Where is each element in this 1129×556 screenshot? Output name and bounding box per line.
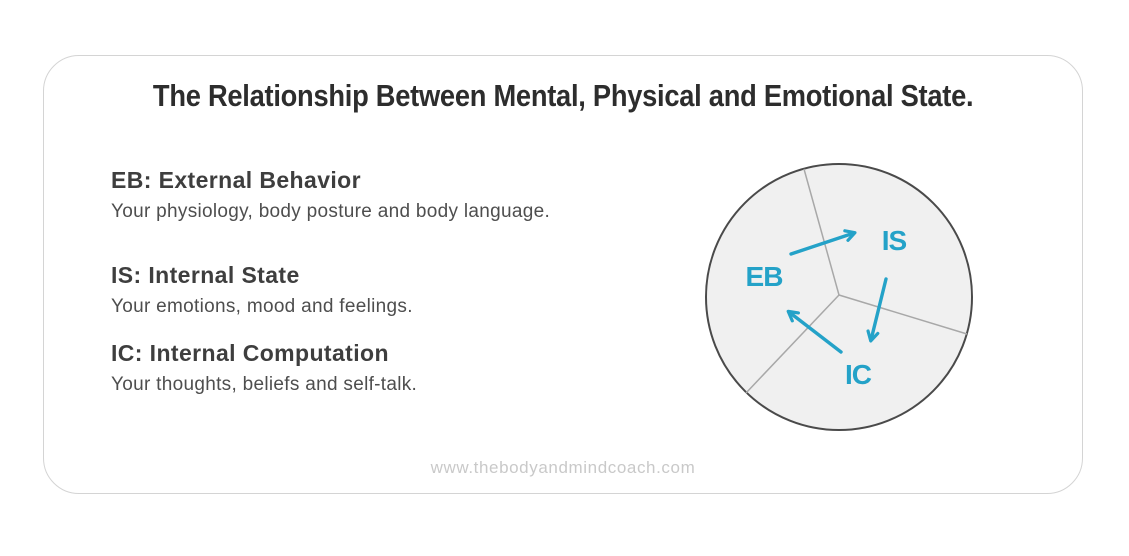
definition-is-description: Your emotions, mood and feelings. bbox=[111, 296, 413, 317]
definition-is: IS: Internal State Your emotions, mood a… bbox=[111, 262, 413, 318]
definition-ic: IC: Internal Computation Your thoughts, … bbox=[111, 340, 417, 396]
page-title: The Relationship Between Mental, Physica… bbox=[44, 78, 1082, 114]
node-label-is: IS bbox=[882, 225, 907, 256]
cycle-circle bbox=[705, 163, 973, 431]
divider-top bbox=[803, 168, 840, 296]
page-title-text: The Relationship Between Mental, Physica… bbox=[152, 78, 974, 113]
definition-ic-description: Your thoughts, beliefs and self-talk. bbox=[111, 374, 418, 395]
arrow-eb-to-is bbox=[789, 229, 857, 256]
divider-right bbox=[838, 294, 968, 335]
node-label-eb: EB bbox=[746, 261, 783, 292]
divider-bottom-left bbox=[745, 294, 840, 394]
definition-is-heading: IS: Internal State bbox=[111, 262, 300, 288]
watermark-url: www.thebodyandmindcoach.com bbox=[430, 458, 696, 477]
definition-ic-heading: IC: Internal Computation bbox=[111, 340, 389, 366]
definition-eb-heading: EB: External Behavior bbox=[111, 167, 361, 193]
infographic-card: The Relationship Between Mental, Physica… bbox=[43, 55, 1083, 494]
definition-eb: EB: External Behavior Your physiology, b… bbox=[111, 167, 550, 223]
sector-divider-lines bbox=[745, 168, 968, 394]
flow-arrows bbox=[786, 229, 888, 354]
definition-eb-description: Your physiology, body posture and body l… bbox=[111, 201, 551, 222]
arrow-ic-to-eb bbox=[786, 309, 843, 354]
cycle-diagram: EB IS IC bbox=[705, 163, 973, 431]
arrow-is-to-ic bbox=[866, 277, 888, 343]
node-label-ic: IC bbox=[845, 359, 872, 390]
